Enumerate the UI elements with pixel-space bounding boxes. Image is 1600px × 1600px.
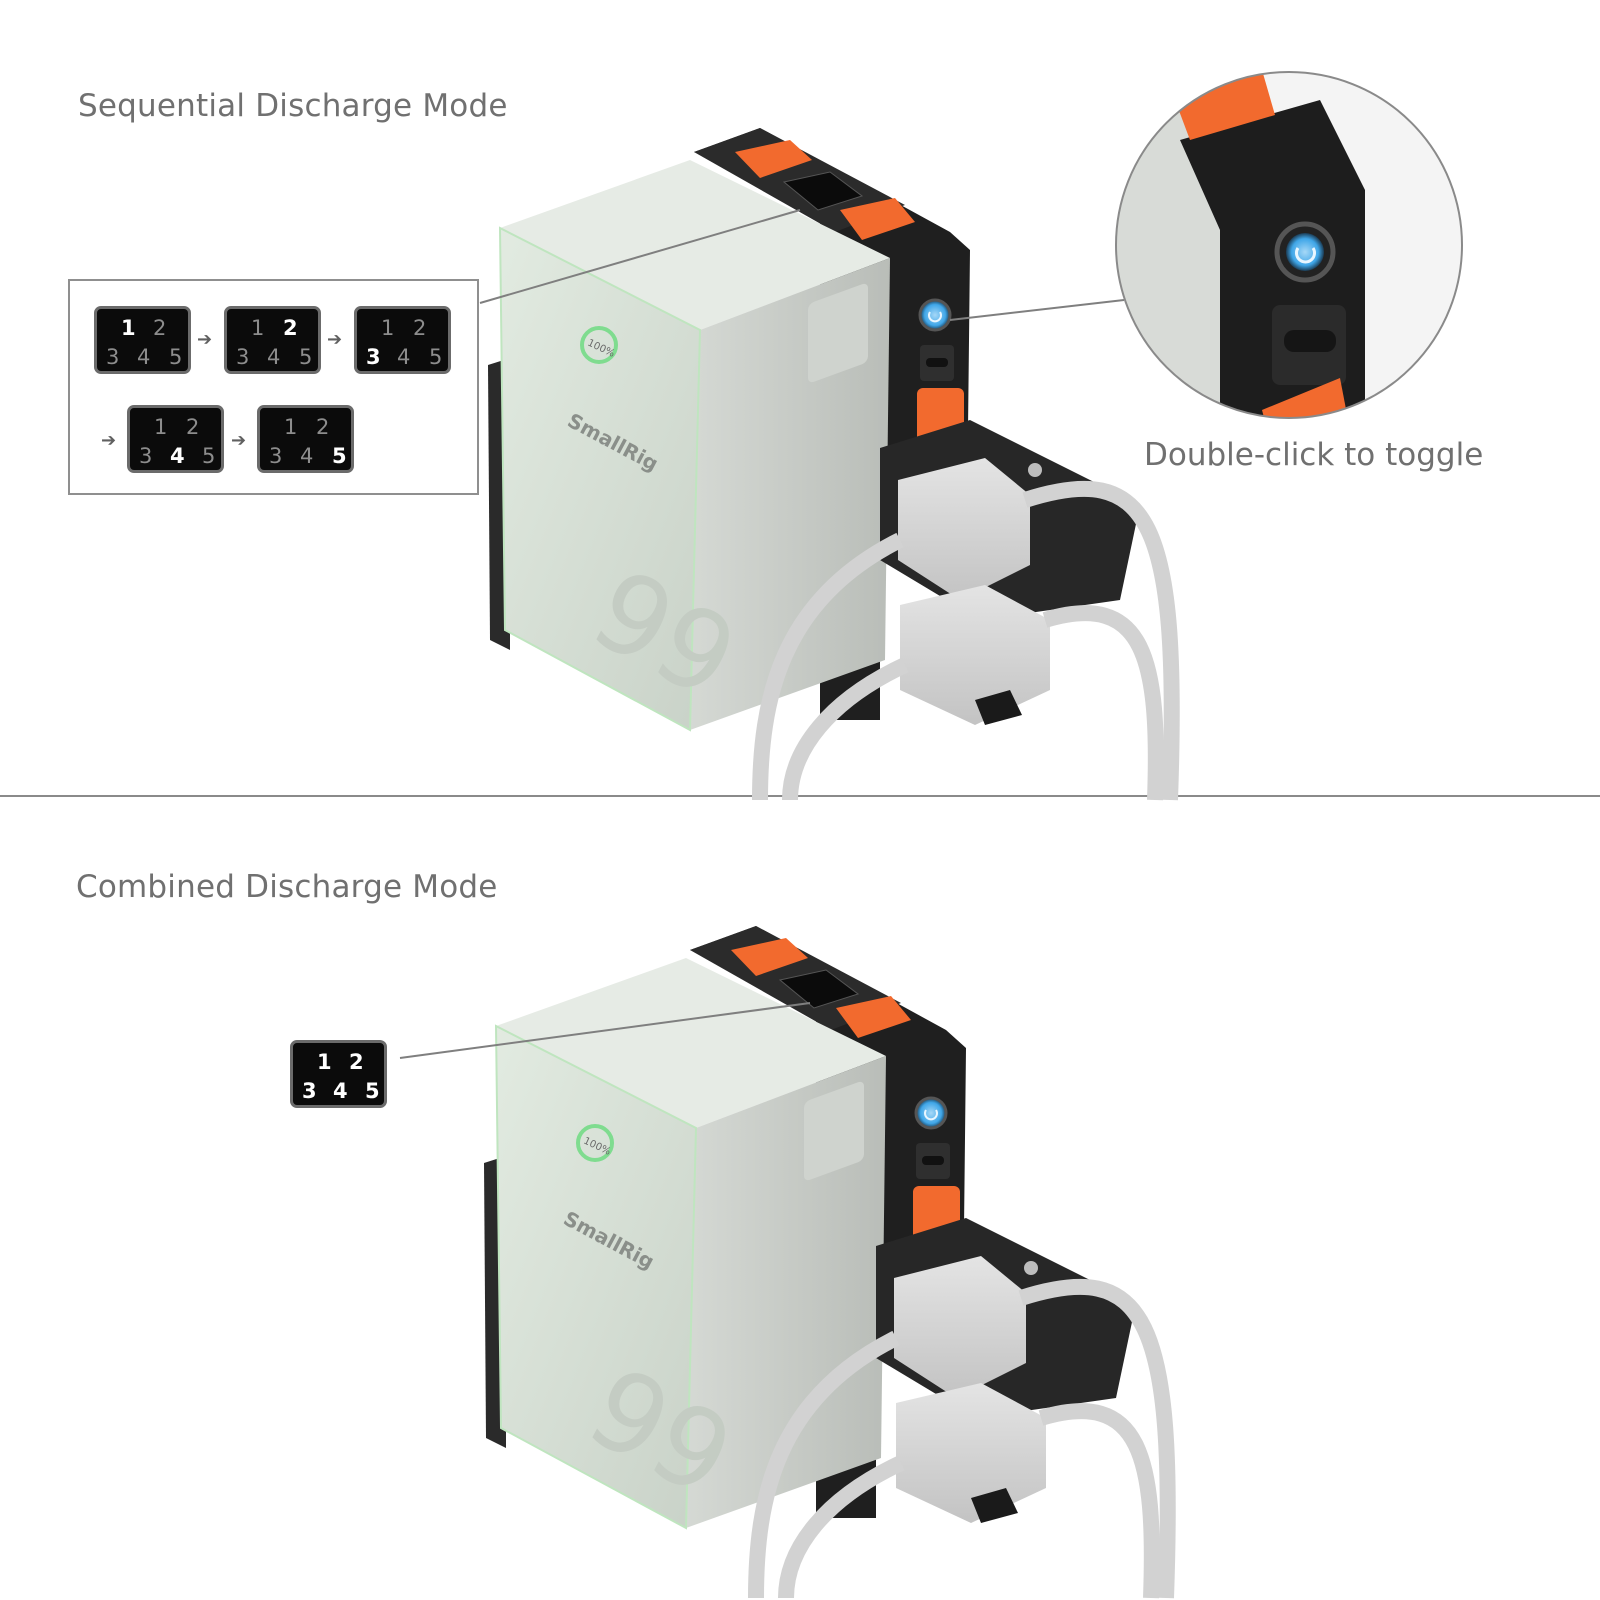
indicator-digit: 5 (365, 1079, 380, 1103)
indicator-digit: 3 (269, 444, 283, 468)
indicator-digit: 1 (251, 316, 265, 340)
indicator-digit: 4 (137, 345, 151, 369)
indicator-chip-step-5: 1 2 3 4 5 (257, 405, 354, 473)
indicator-digit: 3 (139, 444, 153, 468)
indicator-digit: 1 (154, 415, 168, 439)
indicator-digit: 3 (366, 345, 381, 369)
section-divider (0, 795, 1600, 797)
indicator-digit: 5 (429, 345, 443, 369)
sequential-mode-title: Sequential Discharge Mode (78, 88, 508, 124)
indicator-digit: 2 (349, 1050, 364, 1074)
arrow-right-icon: ➔ (101, 430, 117, 451)
indicator-chip-step-2: 1 2 3 4 5 (224, 306, 321, 374)
indicator-digit: 5 (299, 345, 313, 369)
toggle-hint: Double-click to toggle (1144, 437, 1484, 473)
indicator-chip-combined: 1 2 3 4 5 (290, 1040, 387, 1108)
indicator-digit: 4 (300, 444, 314, 468)
indicator-digit: 3 (106, 345, 120, 369)
arrow-right-icon: ➔ (327, 329, 343, 350)
indicator-digit: 3 (302, 1079, 317, 1103)
indicator-digit: 3 (236, 345, 250, 369)
indicator-digit: 2 (283, 316, 298, 340)
indicator-chip-step-4: 1 2 3 4 5 (127, 405, 224, 473)
indicator-digit: 4 (333, 1079, 348, 1103)
indicator-digit: 1 (381, 316, 395, 340)
indicator-chip-step-1: 1 2 3 4 5 (94, 306, 191, 374)
indicator-digit: 2 (186, 415, 200, 439)
arrow-right-icon: ➔ (231, 430, 247, 451)
zoom-callout (1115, 71, 1463, 419)
combined-mode-title: Combined Discharge Mode (76, 869, 498, 905)
indicator-digit: 2 (153, 316, 167, 340)
arrow-right-icon: ➔ (197, 329, 213, 350)
indicator-digit: 4 (397, 345, 411, 369)
indicator-digit: 1 (121, 316, 136, 340)
indicator-digit: 5 (169, 345, 183, 369)
indicator-chip-step-3: 1 2 3 4 5 (354, 306, 451, 374)
indicator-digit: 4 (170, 444, 185, 468)
indicator-digit: 1 (284, 415, 298, 439)
indicator-digit: 5 (332, 444, 347, 468)
indicator-digit: 2 (316, 415, 330, 439)
indicator-digit: 5 (202, 444, 216, 468)
indicator-digit: 4 (267, 345, 281, 369)
indicator-digit: 1 (317, 1050, 332, 1074)
indicator-digit: 2 (413, 316, 427, 340)
